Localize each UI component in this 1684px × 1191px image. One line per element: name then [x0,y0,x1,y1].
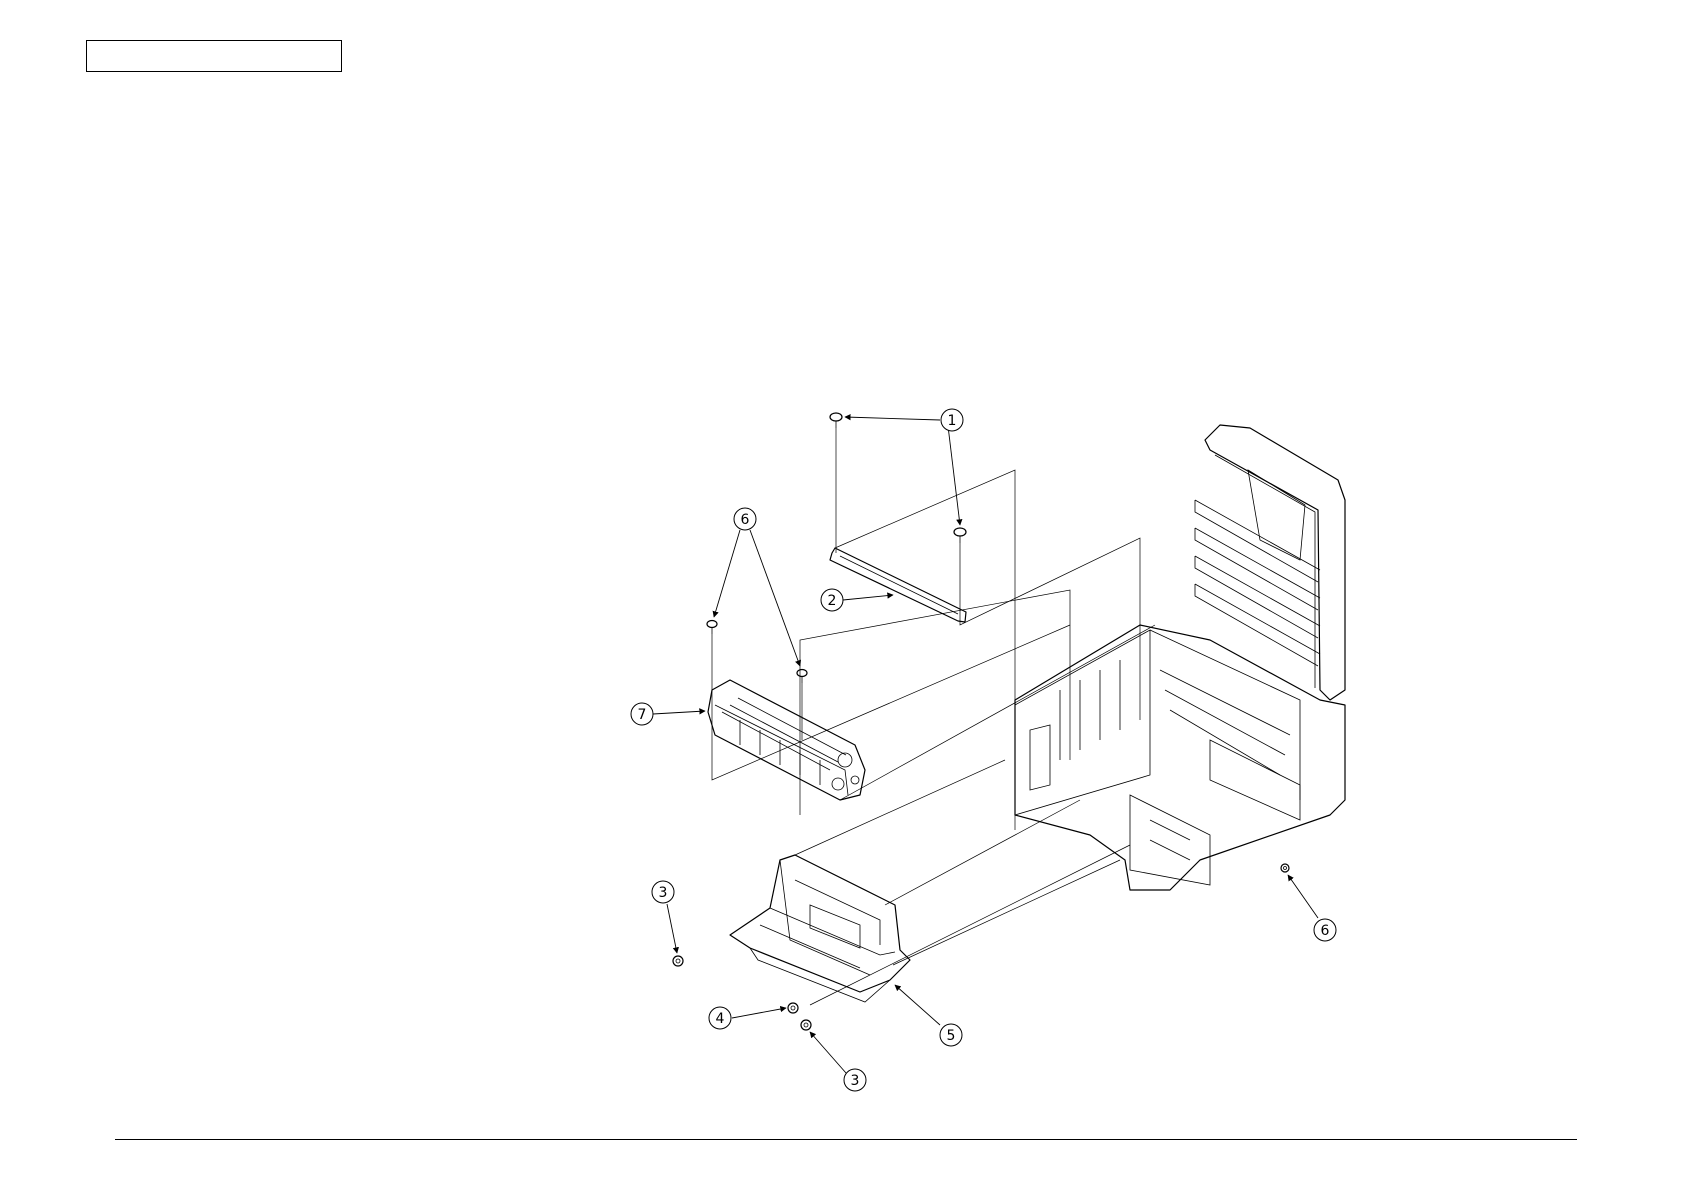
callout-3-left-label: 3 [659,885,668,901]
screw-tray-left [673,956,683,966]
callout-1: 1 [941,409,963,431]
rail-bracket-part [830,548,966,622]
callout-4: 4 [709,1007,731,1029]
callout-4-label: 4 [716,1011,725,1027]
printer-body [1015,425,1345,890]
callout-6-right: 6 [1314,919,1336,941]
callout-6-top-label: 6 [741,512,750,528]
screw-fuser-left [707,621,717,635]
callout-1-label: 1 [948,413,957,429]
callout-3-bottom: 3 [844,1069,866,1091]
callout-2: 2 [821,589,843,611]
callout-3-bottom-label: 3 [851,1073,860,1089]
callout-7-label: 7 [638,707,647,723]
screw-top-left [830,413,842,428]
callout-6-right-label: 6 [1321,923,1330,939]
screw-body-right [1281,864,1289,872]
callout-7: 7 [631,703,653,725]
callout-2-label: 2 [828,593,837,609]
callout-3-left: 3 [652,881,674,903]
callout-5-label: 5 [947,1028,956,1044]
screw-tray-center [788,1003,798,1013]
screw-fuser-right [797,670,807,684]
screw-top-right [954,528,966,543]
front-tray-part [730,855,910,1002]
callout-5: 5 [940,1024,962,1046]
callout-6-top: 6 [734,508,756,530]
fuser-unit-part [708,680,865,800]
screw-tray-bottom [801,1020,811,1030]
